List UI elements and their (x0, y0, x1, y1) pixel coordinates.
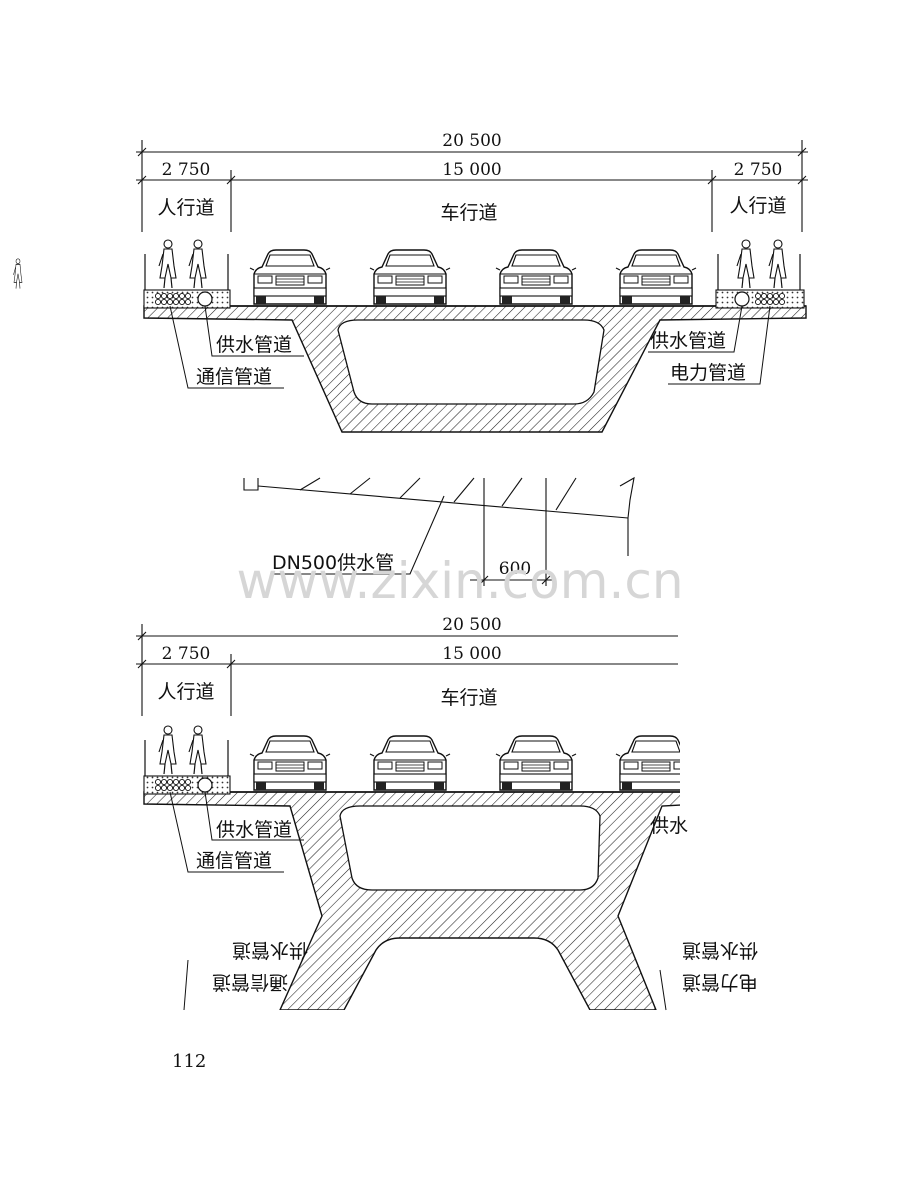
car-icon (615, 735, 680, 791)
upper-right-sidewalk-width: 2 750 (734, 160, 783, 180)
car-icon (369, 735, 451, 791)
upper-right-water-label: 供水管道 (650, 330, 726, 352)
car-icon (369, 249, 451, 305)
mirrored-water-label-right: 供水管道 (682, 939, 758, 961)
car-icon (615, 249, 697, 305)
upper-right-sidewalk-label: 人行道 (729, 195, 786, 217)
lower-leader-lines (169, 791, 667, 1011)
mirrored-water-label: 供水管道 (232, 939, 308, 961)
upper-left-utility-box (13, 239, 231, 309)
upper-right-power-label: 电力管道 (670, 362, 746, 384)
page-number: 112 (172, 1051, 206, 1072)
upper-leader-lines (169, 305, 771, 389)
car-icon (249, 249, 331, 305)
upper-girder-cell (337, 319, 605, 405)
lower-carriageway-width: 15 000 (442, 644, 501, 664)
lower-right-water-fragment: 供水 (650, 815, 688, 837)
upper-left-sidewalk-label: 人行道 (157, 197, 214, 219)
lower-carriageway-label: 车行道 (440, 687, 497, 709)
lower-left-water-label: 供水管道 (216, 819, 292, 841)
pedestrian-icon (158, 725, 177, 775)
watermark: www.zixin.com.cn (236, 552, 683, 610)
mirrored-power-label: 电力管道 (682, 971, 758, 993)
upper-left-water-label: 供水管道 (216, 334, 292, 356)
upper-carriageway-label: 车行道 (440, 202, 497, 224)
mirrored-telecom-label: 通信管道 (212, 971, 288, 993)
upper-cross-section: 20 500 2 750 15 000 2 750 人行道 车行道 人行道 (13, 131, 808, 433)
pedestrian-icon (768, 239, 787, 289)
pedestrian-icon (188, 239, 207, 289)
lower-left-sidewalk-width: 2 750 (162, 644, 211, 664)
lower-left-telecom-label: 通信管道 (196, 850, 272, 872)
lower-girder-cell (339, 805, 601, 891)
lower-cross-section: 20 500 2 750 15 000 人行道 车行道 (136, 615, 758, 1011)
upper-right-utility-box (715, 239, 805, 309)
lower-total-width: 20 500 (442, 615, 501, 635)
lower-left-utility-box (143, 725, 231, 795)
lower-left-sidewalk-label: 人行道 (157, 681, 214, 703)
car-icon (495, 249, 577, 305)
pedestrian-icon (736, 239, 755, 289)
pipe-detail: DN500供水管 600 (243, 476, 635, 586)
car-icon (495, 735, 577, 791)
upper-dimension-lines (136, 140, 808, 232)
upper-left-telecom-label: 通信管道 (196, 366, 272, 388)
upper-total-width: 20 500 (442, 131, 501, 151)
car-icon (249, 735, 331, 791)
pedestrian-icon (188, 725, 207, 775)
upper-carriageway-width: 15 000 (442, 160, 501, 180)
detail-spacing: 600 (499, 559, 531, 579)
upper-left-sidewalk-width: 2 750 (162, 160, 211, 180)
detail-pipe-label: DN500供水管 (272, 552, 394, 574)
pedestrian-icon (158, 239, 177, 289)
